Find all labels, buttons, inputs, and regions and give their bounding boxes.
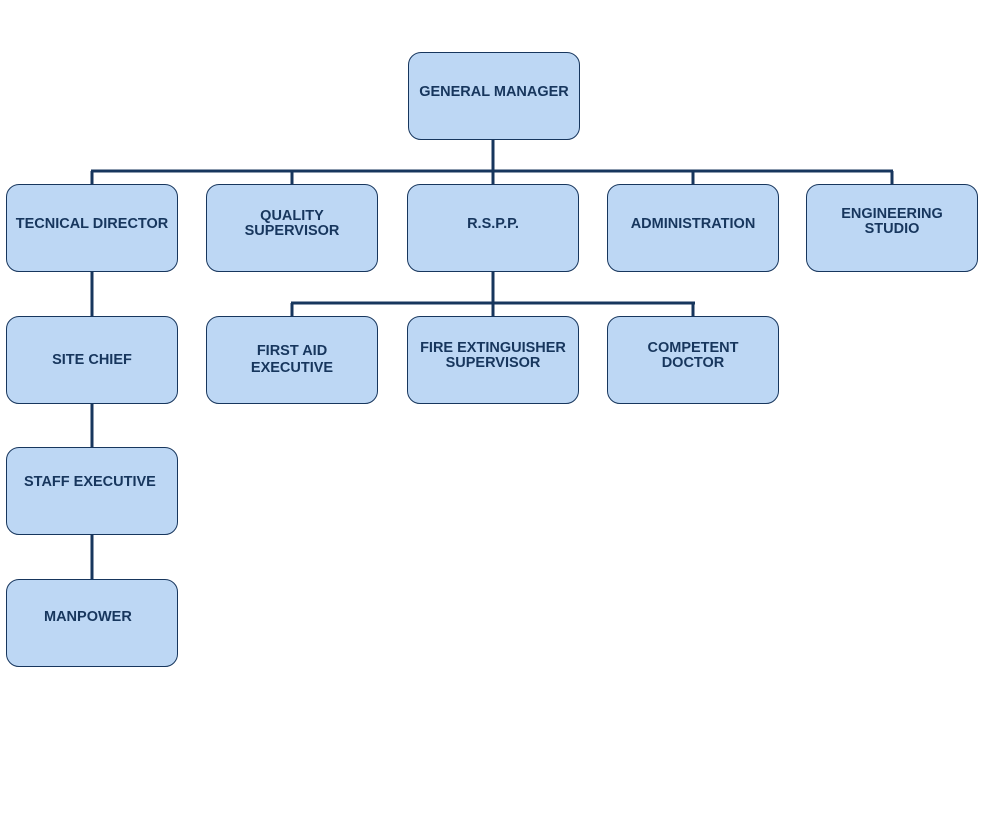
node-competent-doctor: COMPETENT DOCTOR [607, 316, 779, 404]
node-administration: ADMINISTRATION [607, 184, 779, 272]
node-technical-director: TECNICAL DIRECTOR [6, 184, 178, 272]
node-label: COMPETENT DOCTOR [647, 340, 739, 371]
node-quality-supervisor: QUALITY SUPERVISOR [206, 184, 378, 272]
node-general-manager: GENERAL MANAGER [408, 52, 580, 140]
node-label: ENGINEERING STUDIO [841, 206, 943, 237]
node-label: R.S.P.P. [467, 215, 519, 232]
node-label: QUALITY SUPERVISOR [244, 208, 340, 239]
node-label: FIRST AID EXECUTIVE [250, 343, 334, 376]
node-label: TECNICAL DIRECTOR [15, 215, 169, 232]
node-first-aid-executive: FIRST AID EXECUTIVE [206, 316, 378, 404]
node-label: GENERAL MANAGER [419, 83, 569, 100]
node-engineering-studio: ENGINEERING STUDIO [806, 184, 978, 272]
node-label: FIRE EXTINGUISHER SUPERVISOR [420, 340, 566, 371]
node-label: SITE CHIEF [52, 351, 132, 368]
node-site-chief: SITE CHIEF [6, 316, 178, 404]
node-label: STAFF EXECUTIVE [24, 473, 156, 490]
node-label: MANPOWER [44, 608, 132, 625]
node-manpower: MANPOWER [6, 579, 178, 667]
node-staff-executive: STAFF EXECUTIVE [6, 447, 178, 535]
node-rspp: R.S.P.P. [407, 184, 579, 272]
node-label: ADMINISTRATION [630, 215, 756, 232]
node-fire-extinguisher-supervisor: FIRE EXTINGUISHER SUPERVISOR [407, 316, 579, 404]
